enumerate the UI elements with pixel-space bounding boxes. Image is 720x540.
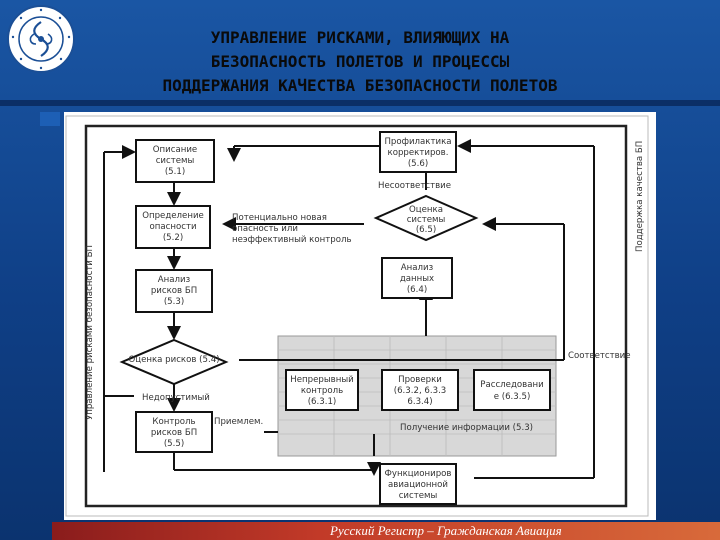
label-unacceptable: Недопустимый (142, 393, 210, 403)
box-continuous-monitoring (285, 369, 359, 411)
box-audits-line3: 6.3.4) (407, 397, 432, 407)
side-label-quality-support: Поддержка качества БП (635, 141, 645, 252)
box-preventive-corrective-line2: корректиров. (388, 148, 449, 158)
box-audits (381, 369, 459, 411)
box-investigation-line2: е (6.3.5) (494, 392, 531, 402)
sms-flowchart: Управление рисками безопасности БП Подде… (64, 112, 656, 520)
box-system-description-line2: системы (156, 156, 195, 166)
box-aviation-operations (379, 463, 457, 505)
side-label-risk-management: Управление рисками безопасности БП (85, 245, 95, 420)
box-audits-line2: (6.3.2, 6.3.3 (394, 386, 447, 396)
box-risk-analysis-line2: рисков БП (151, 286, 197, 296)
diamond-system-assessment-line2: системы (407, 215, 446, 225)
label-compliance: Соответствие (568, 351, 631, 361)
box-audits-line1: Проверки (398, 375, 442, 385)
box-hazard-identification-line3: (5.2) (163, 233, 183, 243)
diamond-system-assessment-line3: (6.5) (416, 225, 436, 235)
label-acceptable: Приемлем. (214, 417, 263, 427)
footer-text: Русский Регистр – Гражданская Авиация (330, 523, 562, 538)
box-system-description-line1: Описание (153, 145, 197, 155)
box-risk-analysis-line1: Анализ (158, 275, 191, 285)
box-preventive-corrective-line3: (5.6) (408, 159, 428, 169)
label-new-hazard-line2: опасность или (232, 224, 298, 234)
box-aviation-operations-line1: Функциониров (385, 469, 452, 479)
box-aviation-operations-line2: авиационной (388, 480, 448, 490)
box-risk-control-line1: Контроль (152, 417, 195, 427)
footer-bar (52, 522, 720, 540)
box-risk-control-line3: (5.5) (164, 439, 184, 449)
box-hazard-identification-line1: Определение (142, 211, 204, 221)
box-preventive-corrective-line1: Профилактика (384, 137, 451, 147)
box-continuous-monitoring-line1: Непрерывный (290, 375, 353, 385)
accent-square (40, 112, 60, 126)
box-investigation (473, 369, 551, 411)
diamond-system-assessment (373, 194, 479, 242)
label-new-hazard-line3: неэффективный контроль (232, 235, 352, 245)
box-hazard-identification (135, 205, 211, 249)
diamond-system-assessment-line1: Оценка (409, 205, 443, 215)
box-data-analysis-line3: (6.4) (407, 285, 427, 295)
outer-frame (65, 115, 649, 517)
registry-logo (6, 4, 76, 74)
title-line-1: УПРАВЛЕНИЕ РИСКАМИ, ВЛИЯЮЩИХ НА (210, 28, 510, 47)
box-system-description-line3: (5.1) (165, 167, 185, 177)
title-line-3: ПОДДЕРЖАНИЯ КАЧЕСТВА БЕЗОПАСНОСТИ ПОЛЕТО… (162, 76, 558, 95)
box-data-analysis-line2: данных (400, 274, 434, 284)
box-continuous-monitoring-line3: (6.3.1) (308, 397, 337, 407)
diamond-risk-assessment (119, 338, 229, 386)
box-aviation-operations-line3: системы (399, 491, 438, 501)
label-nonconformity: Несоответствие (378, 181, 451, 191)
box-risk-analysis (135, 269, 213, 313)
slide-title: УПРАВЛЕНИЕ РИСКАМИ, ВЛИЯЮЩИХ НА БЕЗОПАСН… (60, 26, 660, 98)
box-investigation-line1: Расследовани (480, 380, 543, 390)
inner-frame (84, 124, 628, 508)
label-info-gathering: Получение информации (5.3) (400, 423, 533, 433)
title-line-2: БЕЗОПАСНОСТЬ ПОЛЕТОВ И ПРОЦЕССЫ (210, 52, 510, 71)
title-divider-band (0, 100, 720, 106)
box-data-analysis-line1: Анализ (401, 263, 434, 273)
box-data-analysis (381, 257, 453, 299)
diamond-risk-assessment-label: Оценка рисков (5.4) (128, 355, 219, 365)
box-risk-control-line2: рисков БП (151, 428, 197, 438)
box-risk-analysis-line3: (5.3) (164, 297, 184, 307)
label-new-hazard-line1: Потенциально новая (232, 213, 327, 223)
box-hazard-identification-line2: опасности (149, 222, 196, 232)
box-continuous-monitoring-line2: контроль (301, 386, 343, 396)
box-preventive-corrective (379, 131, 457, 173)
box-risk-control (135, 411, 213, 453)
box-system-description (135, 139, 215, 183)
